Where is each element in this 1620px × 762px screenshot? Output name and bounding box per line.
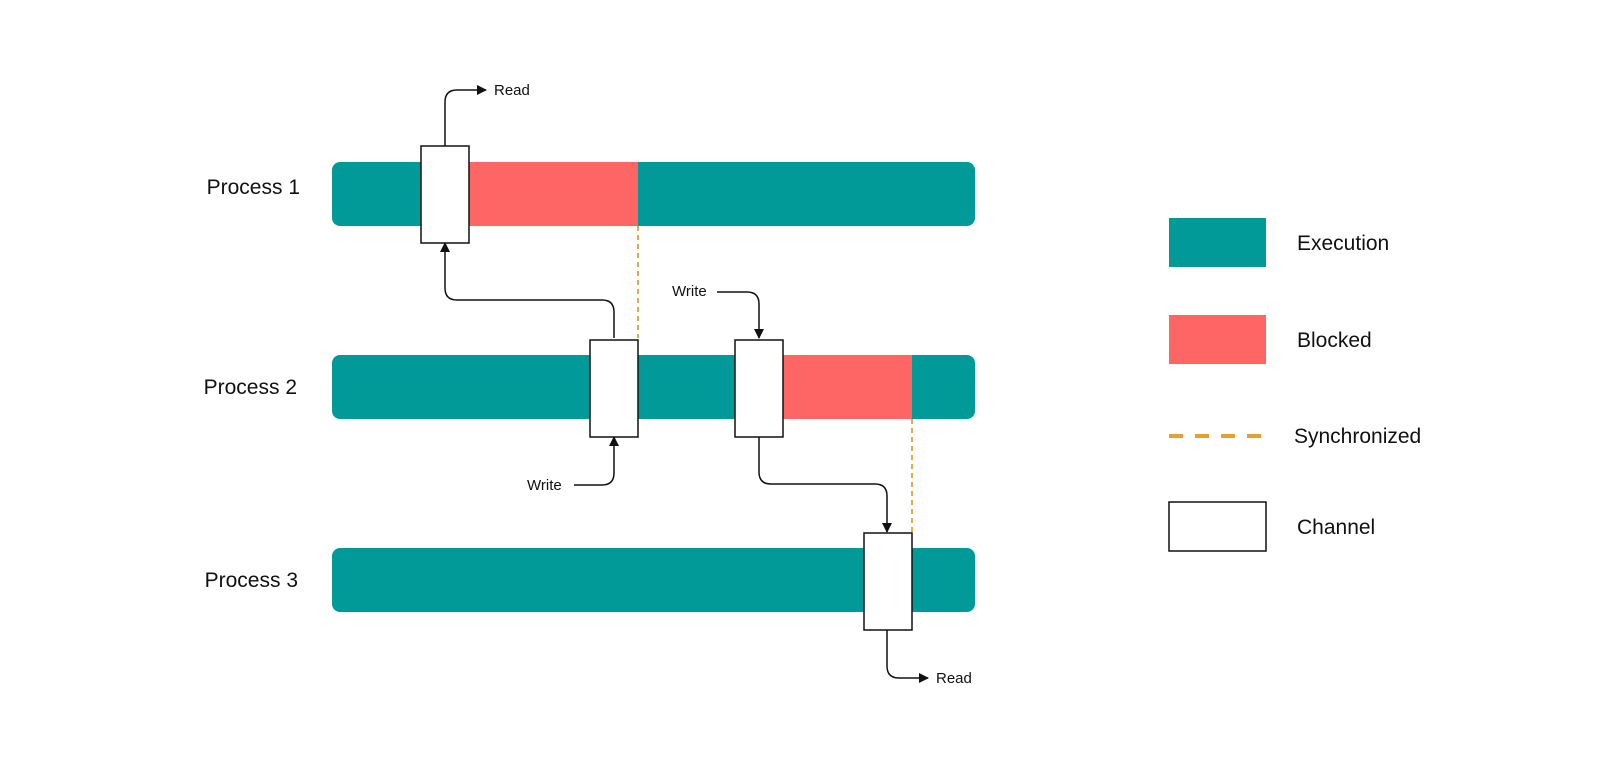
process-3-execution-bar [332, 548, 975, 612]
p2-to-p1-arrow [440, 242, 615, 338]
p2-to-p3-arrow [758, 436, 892, 533]
p1-read-label: Read [494, 82, 530, 99]
p2-channel-2 [734, 339, 784, 438]
process-2-label: Process 2 [204, 376, 297, 399]
p2-write-above-label: Write [672, 283, 707, 300]
legend-channel-label: Channel [1297, 516, 1375, 539]
legend-execution-label: Execution [1297, 232, 1389, 255]
p3-read-label: Read [936, 670, 972, 687]
process-3-label: Process 3 [205, 569, 298, 592]
legend-synchronized-label: Synchronized [1294, 425, 1421, 448]
p2-write-below-arrow [574, 436, 619, 486]
p1-read-arrow [444, 85, 487, 146]
p3-read-arrow [886, 630, 929, 683]
p1-channel [420, 145, 470, 244]
process-1-label: Process 1 [207, 176, 300, 199]
process-1-blocked-segment [468, 162, 638, 226]
legend-blocked-label: Blocked [1297, 329, 1372, 352]
p3-channel [863, 532, 913, 631]
legend-channel-swatch [1168, 501, 1267, 552]
p2-channel-1 [589, 339, 639, 438]
legend-blocked-swatch [1169, 315, 1266, 364]
legend-execution-swatch [1169, 218, 1266, 267]
p2-write-above-arrow [717, 291, 764, 339]
p2-write-below-label: Write [527, 477, 562, 494]
process-2-blocked-segment [782, 355, 912, 419]
